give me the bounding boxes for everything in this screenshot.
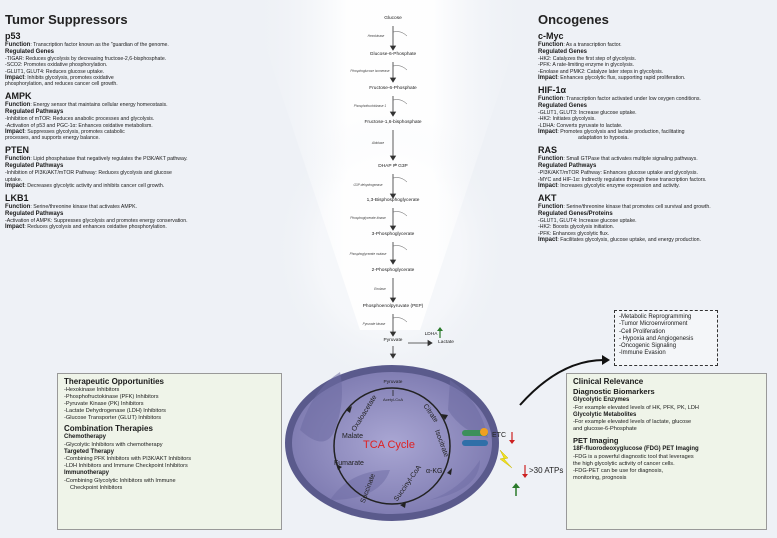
- metabolite-label: Pyruvate: [383, 338, 403, 343]
- tca-intermediate: Malate: [342, 433, 364, 440]
- acetyl-coa-label: Acetyl-CoA: [382, 397, 404, 402]
- lkb1-heading: LKB1: [5, 193, 29, 204]
- green-up-arrow: [512, 483, 520, 496]
- combination-title: Combination Therapies: [64, 424, 153, 433]
- lightning-icon: [499, 449, 513, 469]
- tumor-suppressors-title: Tumor Suppressors: [5, 12, 128, 27]
- clinical-box: Clinical Relevance Diagnostic Biomarkers…: [566, 373, 767, 530]
- hallmarks-box: -Metabolic Reprogramming -Tumor Microenv…: [614, 310, 718, 366]
- therapeutic-box: Therapeutic Opportunities -Hexokinase In…: [57, 373, 282, 530]
- curved-arrow: [519, 359, 605, 406]
- enzyme-label: Pyruvate kinase: [362, 322, 386, 326]
- enzyme-label: Hexokinase: [367, 34, 385, 38]
- tca-cycle-title: TCA Cycle: [363, 439, 415, 451]
- enzyme-label: Phosphoglycerate kinase: [350, 216, 386, 220]
- tumor-suppressors-panel: Tumor Suppressors p53 Function: Transcri…: [5, 12, 260, 231]
- metabolite-label: Glucose: [384, 16, 402, 21]
- oncogenes-panel: Oncogenes c-Myc Function: As a transcrip…: [538, 12, 774, 243]
- lactate-label: Lactate: [438, 340, 454, 345]
- enzyme-label: Phosphoglucose isomerase: [350, 69, 390, 73]
- clinical-title: Clinical Relevance: [573, 377, 644, 386]
- enzyme-label: Aldolase: [371, 141, 385, 145]
- atp-down-arrow: [522, 465, 528, 478]
- pyruvate-mito-label: Pyruvate: [383, 380, 403, 385]
- ras-heading: RAS: [538, 145, 558, 156]
- etc-label: ETC: [492, 432, 506, 439]
- akt-heading: AKT: [538, 193, 557, 204]
- atp-label: >30 ATPs: [529, 466, 564, 475]
- enzyme-label: Phosphofructokinase 1: [353, 104, 387, 108]
- metabolite-label: Fructose-1,6-bisphosphate: [364, 120, 422, 125]
- ldha-label: LDHA: [424, 332, 438, 337]
- metabolite-label: 3-Phosphoglycerate: [371, 232, 415, 237]
- pten-heading: PTEN: [5, 145, 30, 156]
- ldha-up-arrow: [437, 327, 443, 338]
- metabolite-label: Glucose-6-Phosphate: [369, 52, 417, 57]
- p53-heading: p53: [5, 31, 21, 41]
- etc-down-arrow: [509, 432, 515, 444]
- metabolite-label: Phosphoenolpyruvate (PEP): [362, 304, 424, 309]
- therapeutic-title: Therapeutic Opportunities: [64, 377, 165, 386]
- ampk-heading: AMPK: [5, 91, 32, 102]
- cmyc-heading: c-Myc: [538, 31, 564, 41]
- metabolite-label: Fructose-6-Phosphate: [369, 86, 417, 91]
- metabolite-label: DHAP ⇌ G3P: [378, 164, 408, 169]
- metabolite-label: 1,3-Bisphosphoglycerate: [366, 198, 420, 203]
- enzyme-label: Enolase: [374, 287, 386, 291]
- enzyme-label: Phosphoglycerate mutase: [349, 252, 387, 256]
- tca-intermediate: α-KG: [426, 468, 443, 475]
- metabolite-label: 2-Phosphoglycerate: [371, 268, 415, 273]
- enzyme-label: G3P dehydrogenase: [353, 183, 383, 187]
- mitochondrion: [285, 365, 499, 521]
- oncogenes-title: Oncogenes: [538, 12, 609, 27]
- hif-heading: HIF-1α: [538, 85, 567, 96]
- tca-intermediate: Fumarate: [334, 460, 364, 467]
